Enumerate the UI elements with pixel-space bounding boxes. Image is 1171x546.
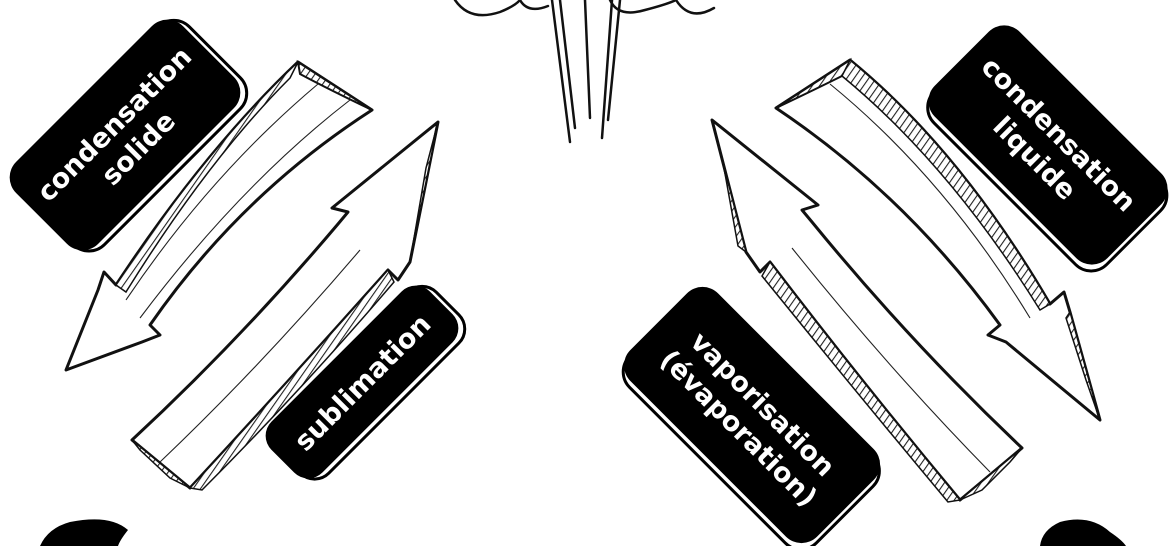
steam-sketch-icon: [455, 0, 714, 142]
bottom-right-blob-icon: [1040, 520, 1126, 546]
bottom-left-blob-icon: [40, 519, 128, 546]
